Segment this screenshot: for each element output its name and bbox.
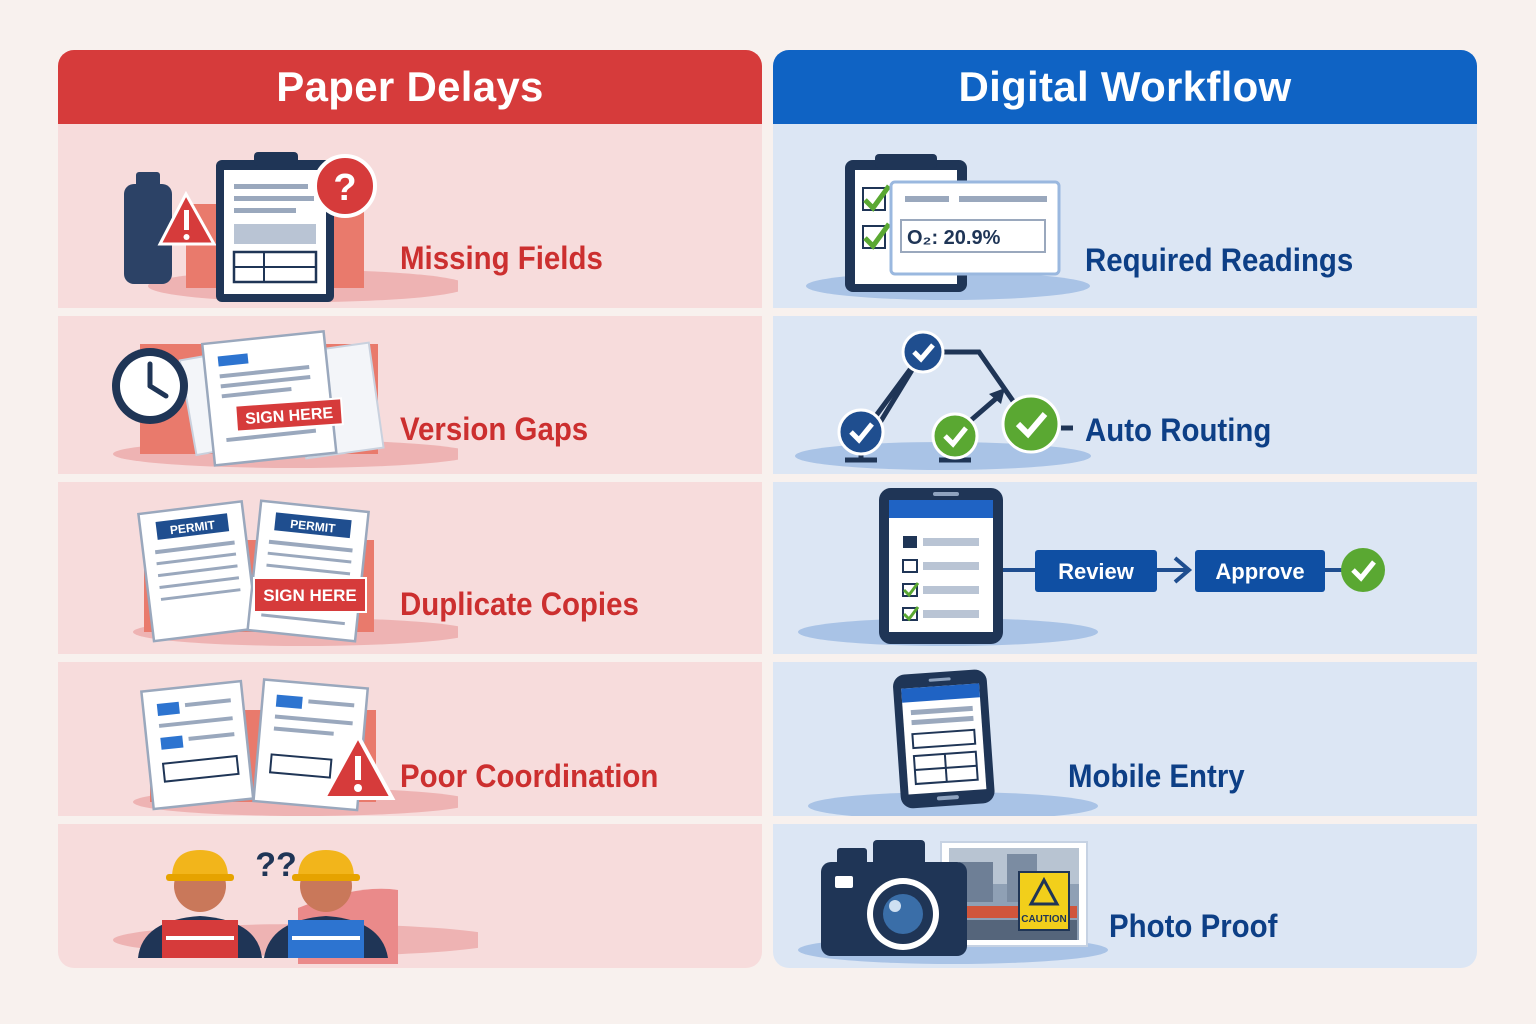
reading-card: O₂: 20.9% (889, 180, 1061, 276)
digital-workflow-panel: Digital Workflow O₂: 20.9 (773, 50, 1477, 968)
label-mobile-entry: Mobile Entry (1068, 758, 1245, 794)
photo-proof-illustration: CAUTION (798, 840, 1108, 964)
label-photo-proof: Photo Proof (1109, 908, 1278, 944)
question-mark-icon: ? (313, 154, 377, 218)
missing-fields-illustration: ? (124, 152, 458, 302)
svg-text:SIGN HERE: SIGN HERE (245, 405, 334, 428)
duplicate-copies-illustration: PERMIT PERMIT SIGN HERE (133, 499, 458, 646)
check-icon (862, 222, 892, 250)
document-icon (200, 329, 338, 467)
label-auto-routing: Auto Routing (1085, 412, 1272, 448)
auto-routing-illustration (795, 330, 1091, 470)
mobile-entry-illustration (808, 669, 1098, 820)
permit-document-icon-copy: PERMIT (246, 499, 370, 643)
caution-sign: CAUTION (1018, 871, 1070, 931)
version-gaps-illustration: SIGN HERE (112, 329, 458, 468)
sign-here-stamp: SIGN HERE (234, 397, 344, 433)
gas-cylinder-icon (124, 184, 172, 284)
svg-text:PERMIT: PERMIT (290, 517, 337, 536)
label-required-readings: Required Readings (1085, 242, 1354, 278)
worker-red-vest (138, 850, 262, 958)
label-poor-coordination: Poor Coordination (400, 758, 659, 794)
row-workers: ?? (58, 824, 762, 968)
required-readings-illustration: O₂: 20.9% (806, 154, 1090, 300)
green-check-node-icon (1001, 394, 1061, 454)
sign-here-stamp: SIGN HERE (253, 577, 367, 613)
hard-hat-icon (172, 850, 228, 878)
approve-step: Approve (1195, 550, 1325, 592)
row-mobile-entry: Mobile Entry (773, 662, 1477, 824)
row-poor-coordination: Poor Coordination (58, 662, 762, 824)
tablet-icon (879, 488, 1003, 644)
paper-delays-panel: Paper Delays (58, 50, 762, 968)
worker-blue-vest (264, 850, 388, 958)
document-icon (140, 679, 255, 811)
row-photo-proof: CAUTION Photo Proof (773, 824, 1477, 968)
hard-hat-icon (298, 850, 354, 878)
review-step: Review (1035, 550, 1157, 592)
label-version-gaps: Version Gaps (400, 411, 589, 447)
camera-icon (821, 840, 967, 956)
svg-text:Review: Review (1058, 559, 1135, 584)
oxygen-reading: O₂: 20.9% (907, 227, 1001, 249)
label-duplicate-copies: Duplicate Copies (400, 586, 639, 622)
clipboard-icon (216, 152, 334, 302)
svg-text:PERMIT: PERMIT (169, 518, 216, 538)
row-required-readings: O₂: 20.9% Required Readings (773, 124, 1477, 308)
check-node-icon (837, 408, 885, 456)
svg-text:CAUTION: CAUTION (1021, 914, 1067, 925)
svg-text:SIGN HERE: SIGN HERE (263, 586, 357, 605)
label-missing-fields: Missing Fields (400, 240, 603, 276)
check-icon (862, 184, 892, 212)
paper-delays-title: Paper Delays (58, 50, 762, 124)
phone-icon (893, 669, 995, 809)
green-check-node-icon (931, 412, 979, 460)
row-review-approve: Review Approve (773, 482, 1477, 654)
row-duplicate-copies: PERMIT PERMIT SIGN HERE Duplicat (58, 482, 762, 654)
clock-icon (112, 348, 188, 424)
svg-text:?: ? (333, 167, 356, 209)
svg-text:Approve: Approve (1215, 559, 1304, 584)
row-version-gaps: SIGN HERE Version Gaps (58, 316, 762, 474)
poor-coordination-illustration (133, 678, 458, 816)
check-node-icon (901, 330, 945, 374)
row-auto-routing: Auto Routing (773, 316, 1477, 474)
review-approve-illustration: Review Approve (798, 488, 1385, 646)
question-marks: ?? (255, 846, 297, 884)
permit-document-icon: PERMIT (137, 499, 259, 643)
warning-triangle-icon (320, 731, 396, 800)
confused-workers-illustration: ?? (113, 846, 478, 964)
green-check-icon (1341, 548, 1385, 592)
row-missing-fields: ? Missing Fields (58, 124, 762, 308)
warning-triangle-icon (157, 190, 217, 246)
digital-workflow-title: Digital Workflow (773, 50, 1477, 124)
site-photo: CAUTION (940, 841, 1088, 947)
